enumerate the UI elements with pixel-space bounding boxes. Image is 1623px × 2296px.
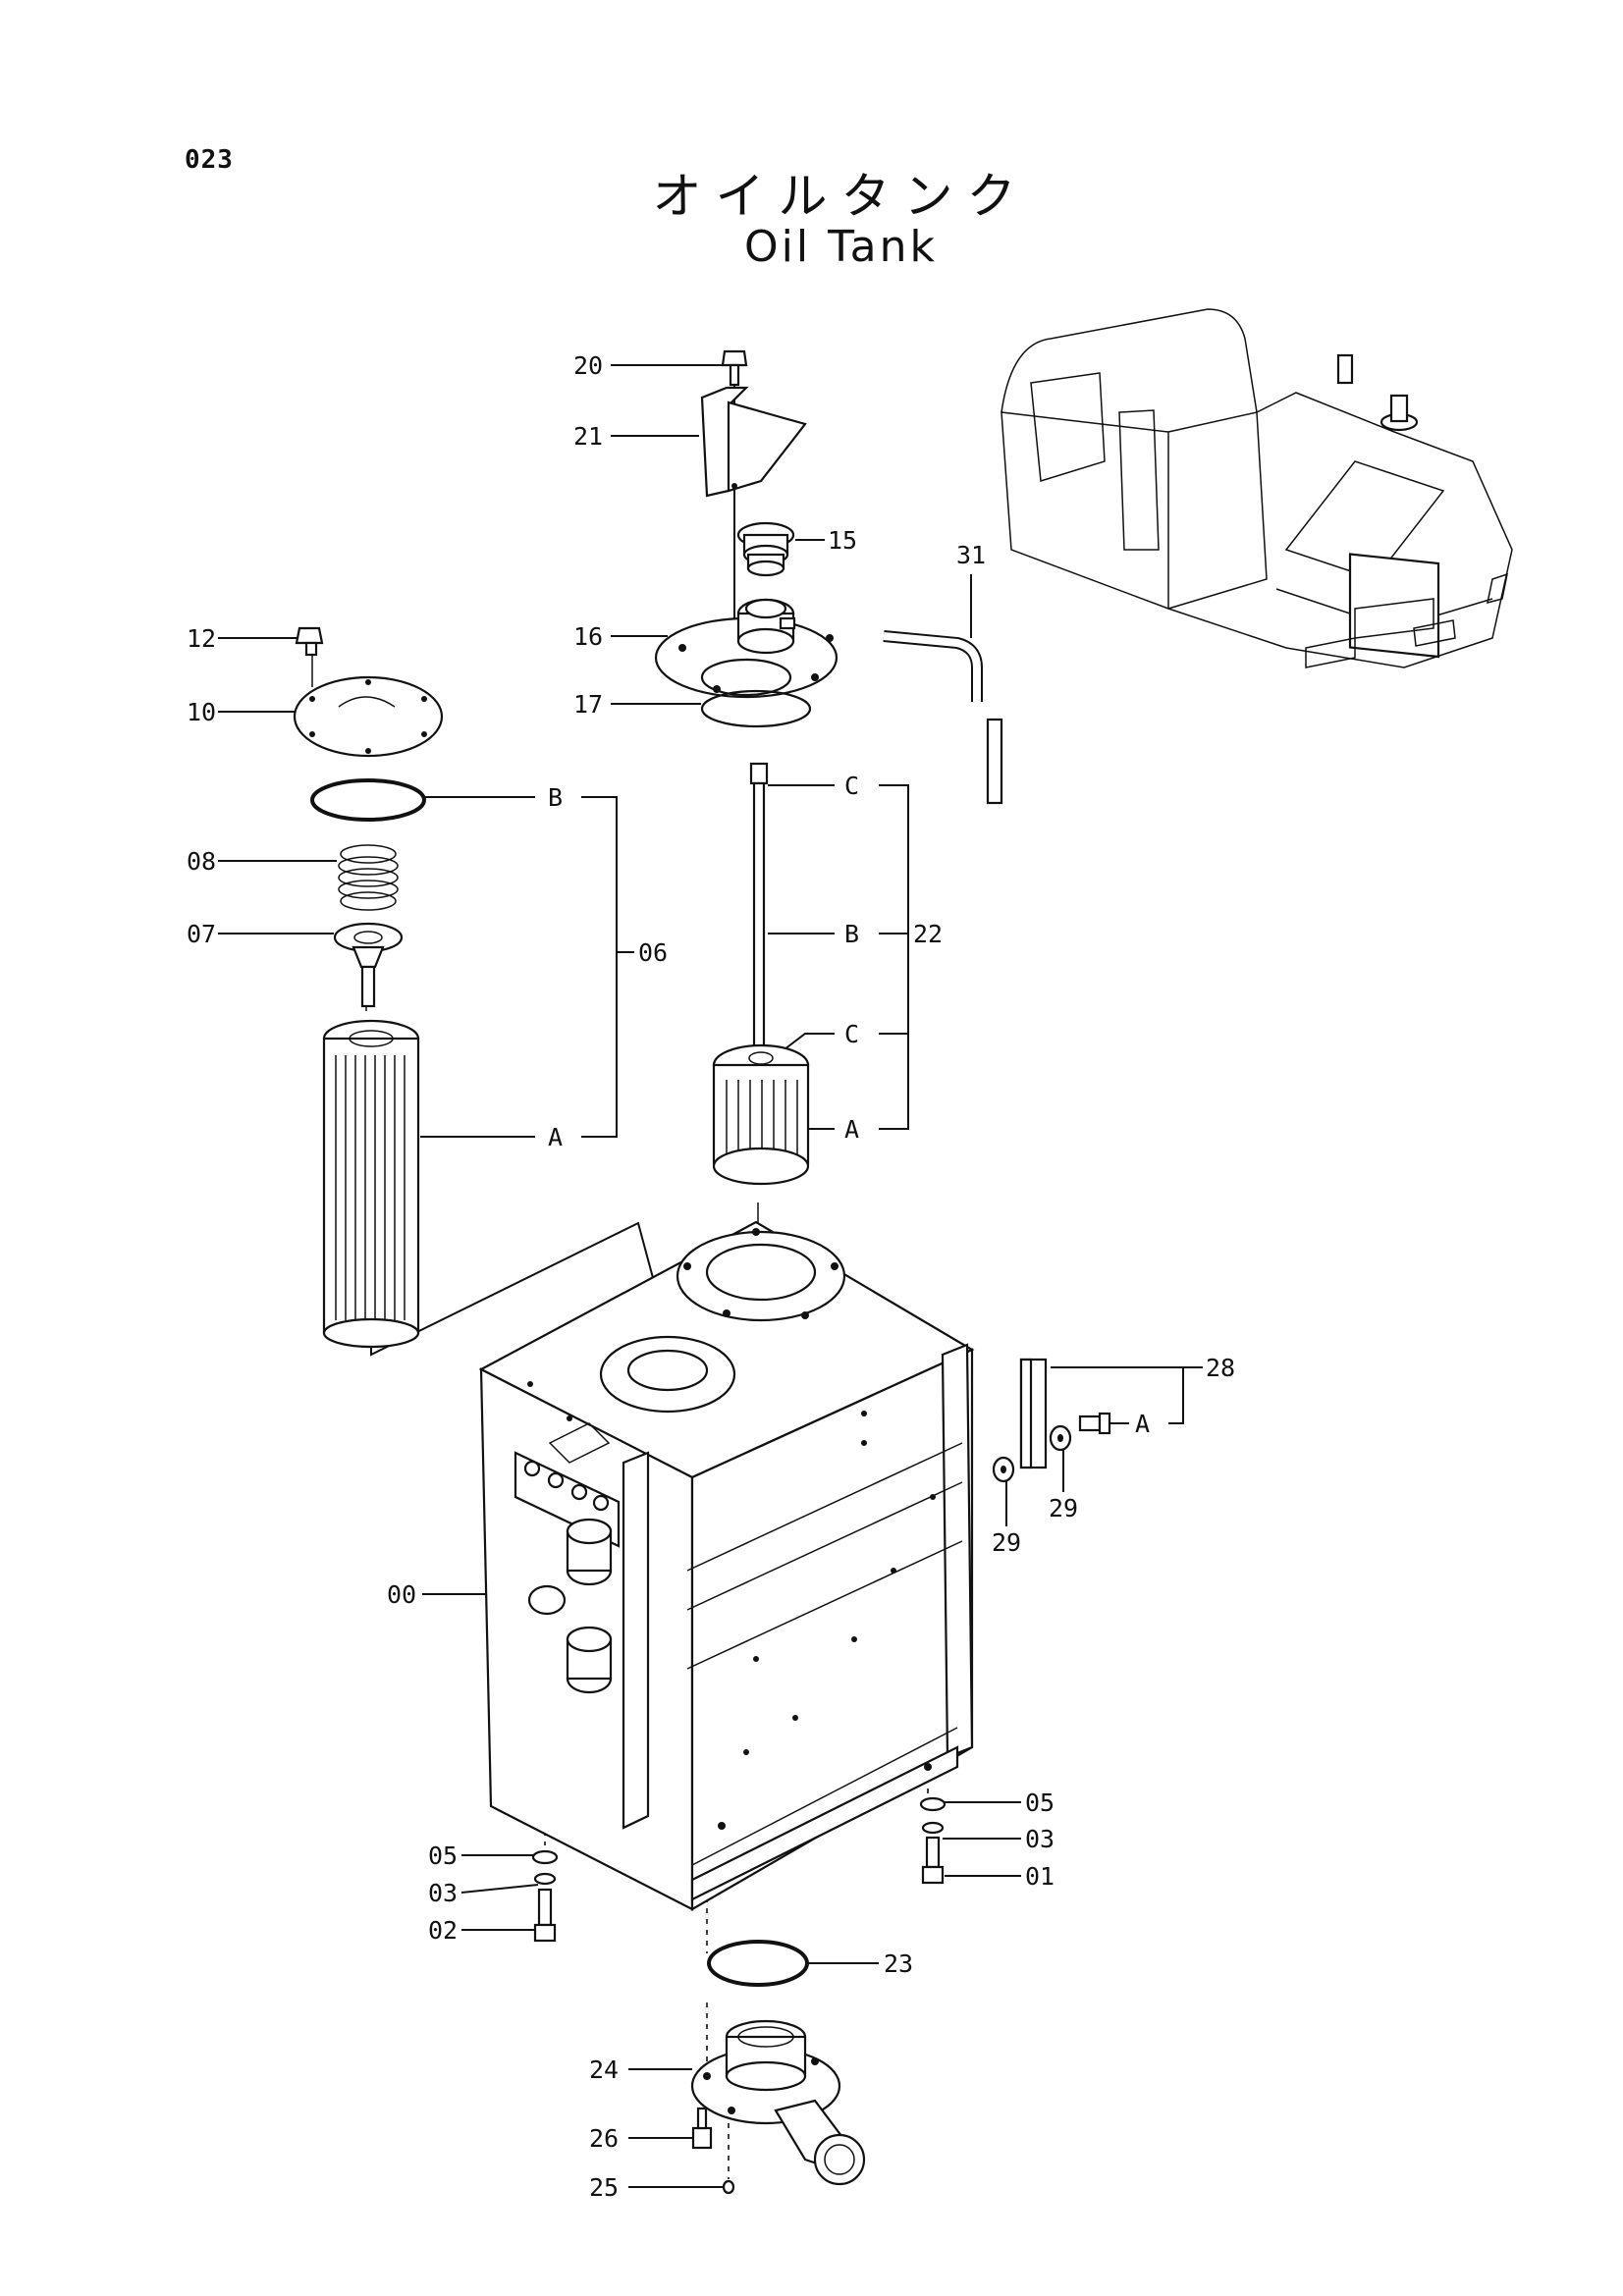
callout-22: 22 <box>913 920 943 948</box>
page-number: 023 <box>185 145 234 175</box>
callout-06-B: B <box>548 783 563 812</box>
title-japanese: オイルタンク <box>652 168 1030 225</box>
callout-25: 25 <box>589 2173 619 2202</box>
callout-22-A: A <box>844 1115 859 1144</box>
part-16-cover <box>654 598 839 699</box>
callout-29-right: 29 <box>1049 1494 1078 1522</box>
part-20-bolt <box>721 349 748 387</box>
callout-23: 23 <box>884 1949 913 1978</box>
callout-20: 20 <box>573 351 603 380</box>
callout-05-right: 05 <box>1025 1789 1055 1817</box>
callout-22-C-lower: C <box>844 1020 859 1048</box>
callout-29-left: 29 <box>992 1528 1021 1557</box>
callout-05-left: 05 <box>428 1842 458 1870</box>
part-00-oil-tank <box>478 1220 975 1911</box>
title-english: Oil Tank <box>744 222 938 272</box>
callout-03-right: 03 <box>1025 1825 1055 1853</box>
callout-02: 02 <box>428 1916 458 1945</box>
callout-labels: 20 21 15 31 12 16 10 17 B C 08 07 06 B 2… <box>187 351 1235 2202</box>
callout-08: 08 <box>187 847 216 876</box>
callout-07: 07 <box>187 920 216 948</box>
part-07-valve <box>333 922 404 1008</box>
callout-26: 26 <box>589 2124 619 2153</box>
part-22-strainer <box>712 762 810 1186</box>
callout-31: 31 <box>956 541 986 569</box>
callout-01: 01 <box>1025 1862 1055 1891</box>
callout-22-B: B <box>844 920 859 948</box>
part-26-bolt <box>691 2107 713 2150</box>
part-08-spring <box>338 844 399 911</box>
part-23-o-ring <box>707 1940 809 1987</box>
callout-28: 28 <box>1206 1354 1235 1382</box>
callout-10: 10 <box>187 698 216 726</box>
part-15-cap <box>736 521 795 577</box>
leader-lines <box>218 364 1203 2188</box>
excavator-reference-illustration <box>1001 308 1513 668</box>
callout-21: 21 <box>573 422 603 451</box>
callout-22-C-top: C <box>844 772 859 800</box>
part-06A-filter-element <box>322 1019 420 1349</box>
part-17-o-ring <box>700 689 812 728</box>
callout-06: 06 <box>638 938 668 967</box>
part-31-hose <box>883 630 1003 805</box>
callout-28-A: A <box>1135 1410 1150 1438</box>
part-12-bolt <box>295 626 324 657</box>
callout-00: 00 <box>387 1580 416 1609</box>
part-28-bracket <box>1019 1358 1048 1469</box>
part-25-pin <box>722 2179 735 2195</box>
callout-16: 16 <box>573 622 603 651</box>
part-21-guard <box>700 386 807 498</box>
part-06B-o-ring <box>310 778 426 822</box>
callout-06-A: A <box>548 1123 563 1151</box>
part-28A-bolt <box>1078 1412 1111 1435</box>
callout-12: 12 <box>187 624 216 653</box>
callout-17: 17 <box>573 690 603 719</box>
callout-15: 15 <box>828 526 857 555</box>
part-right-fasteners <box>919 1796 947 1885</box>
part-29-washers <box>992 1424 1072 1483</box>
part-left-fasteners <box>531 1849 559 1943</box>
callout-03-left: 03 <box>428 1879 458 1907</box>
part-24-suction-elbow <box>690 2019 866 2186</box>
part-10-plate <box>293 675 444 758</box>
callout-24: 24 <box>589 2056 619 2084</box>
